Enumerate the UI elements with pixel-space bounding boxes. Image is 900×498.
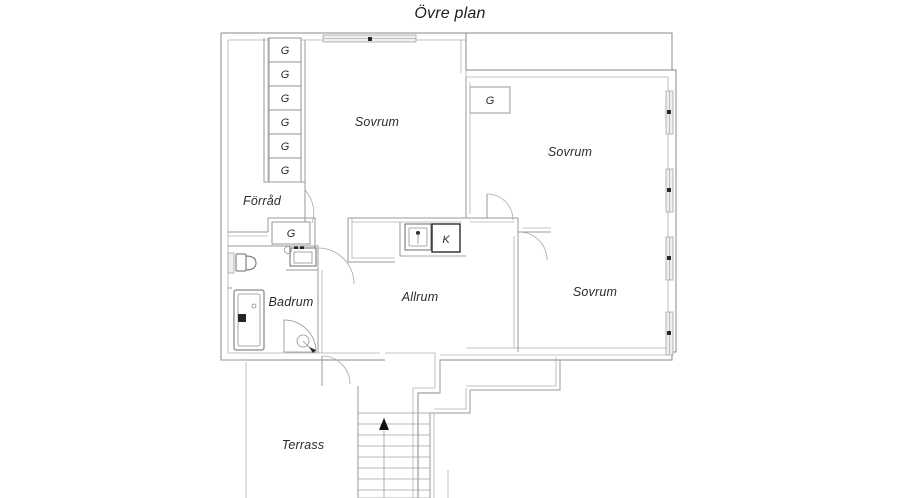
window-east-1 <box>665 90 674 135</box>
room-allrum: Allrum <box>401 290 439 304</box>
toilet-icon <box>227 252 257 274</box>
window-top-wall <box>322 34 417 43</box>
closet-g-2[interactable] <box>268 61 302 87</box>
closet-g-2-label: G <box>281 69 290 81</box>
room-forrad: Förråd <box>243 194 282 208</box>
stairs-up-arrow-icon <box>379 418 389 430</box>
page-title: Övre plan <box>414 4 485 22</box>
bathtub-icon <box>233 289 265 351</box>
room-sovrum-se: Sovrum <box>573 285 617 299</box>
room-sovrum-ne: Sovrum <box>548 145 592 159</box>
closet-g-sovrum-ne-label: G <box>486 95 495 107</box>
room-label-terrass: Terrass <box>282 438 325 452</box>
closet-g-forrad[interactable] <box>271 221 311 245</box>
room-label-forrad: Förråd <box>243 194 282 208</box>
closet-g-sovrum-ne[interactable] <box>469 86 511 114</box>
room-label-sovrum-nw: Sovrum <box>355 115 399 129</box>
window-east-4 <box>665 311 674 356</box>
room-label-allrum: Allrum <box>401 290 439 304</box>
closet-g-forrad-label: G <box>287 228 296 240</box>
window-east-3 <box>665 236 674 281</box>
closet-g-5-label: G <box>281 141 290 153</box>
room-label-sovrum-ne: Sovrum <box>548 145 592 159</box>
closet-column-nw: G G G G G G <box>268 37 302 183</box>
room-label-badrum: Badrum <box>269 295 314 309</box>
kitchenette <box>404 223 432 251</box>
appliance-k-label: K <box>442 234 450 246</box>
washbasin-icon <box>284 246 317 267</box>
window-east-2 <box>665 168 674 213</box>
room-terrass: Terrass <box>282 438 325 452</box>
closet-g-1[interactable] <box>268 37 302 63</box>
closet-g-6-label: G <box>281 165 290 177</box>
appliance-k[interactable] <box>431 223 461 253</box>
closet-g-4-label: G <box>281 117 290 129</box>
room-sovrum-nw: Sovrum <box>355 115 399 129</box>
shower-icon <box>283 319 317 353</box>
staircase[interactable] <box>357 412 431 498</box>
room-label-sovrum-se: Sovrum <box>573 285 617 299</box>
closet-g-6[interactable] <box>268 157 302 183</box>
room-badrum: Badrum <box>269 295 314 309</box>
closet-g-4[interactable] <box>268 109 302 135</box>
closet-g-1-label: G <box>281 45 290 57</box>
closet-g-3-label: G <box>281 93 290 105</box>
